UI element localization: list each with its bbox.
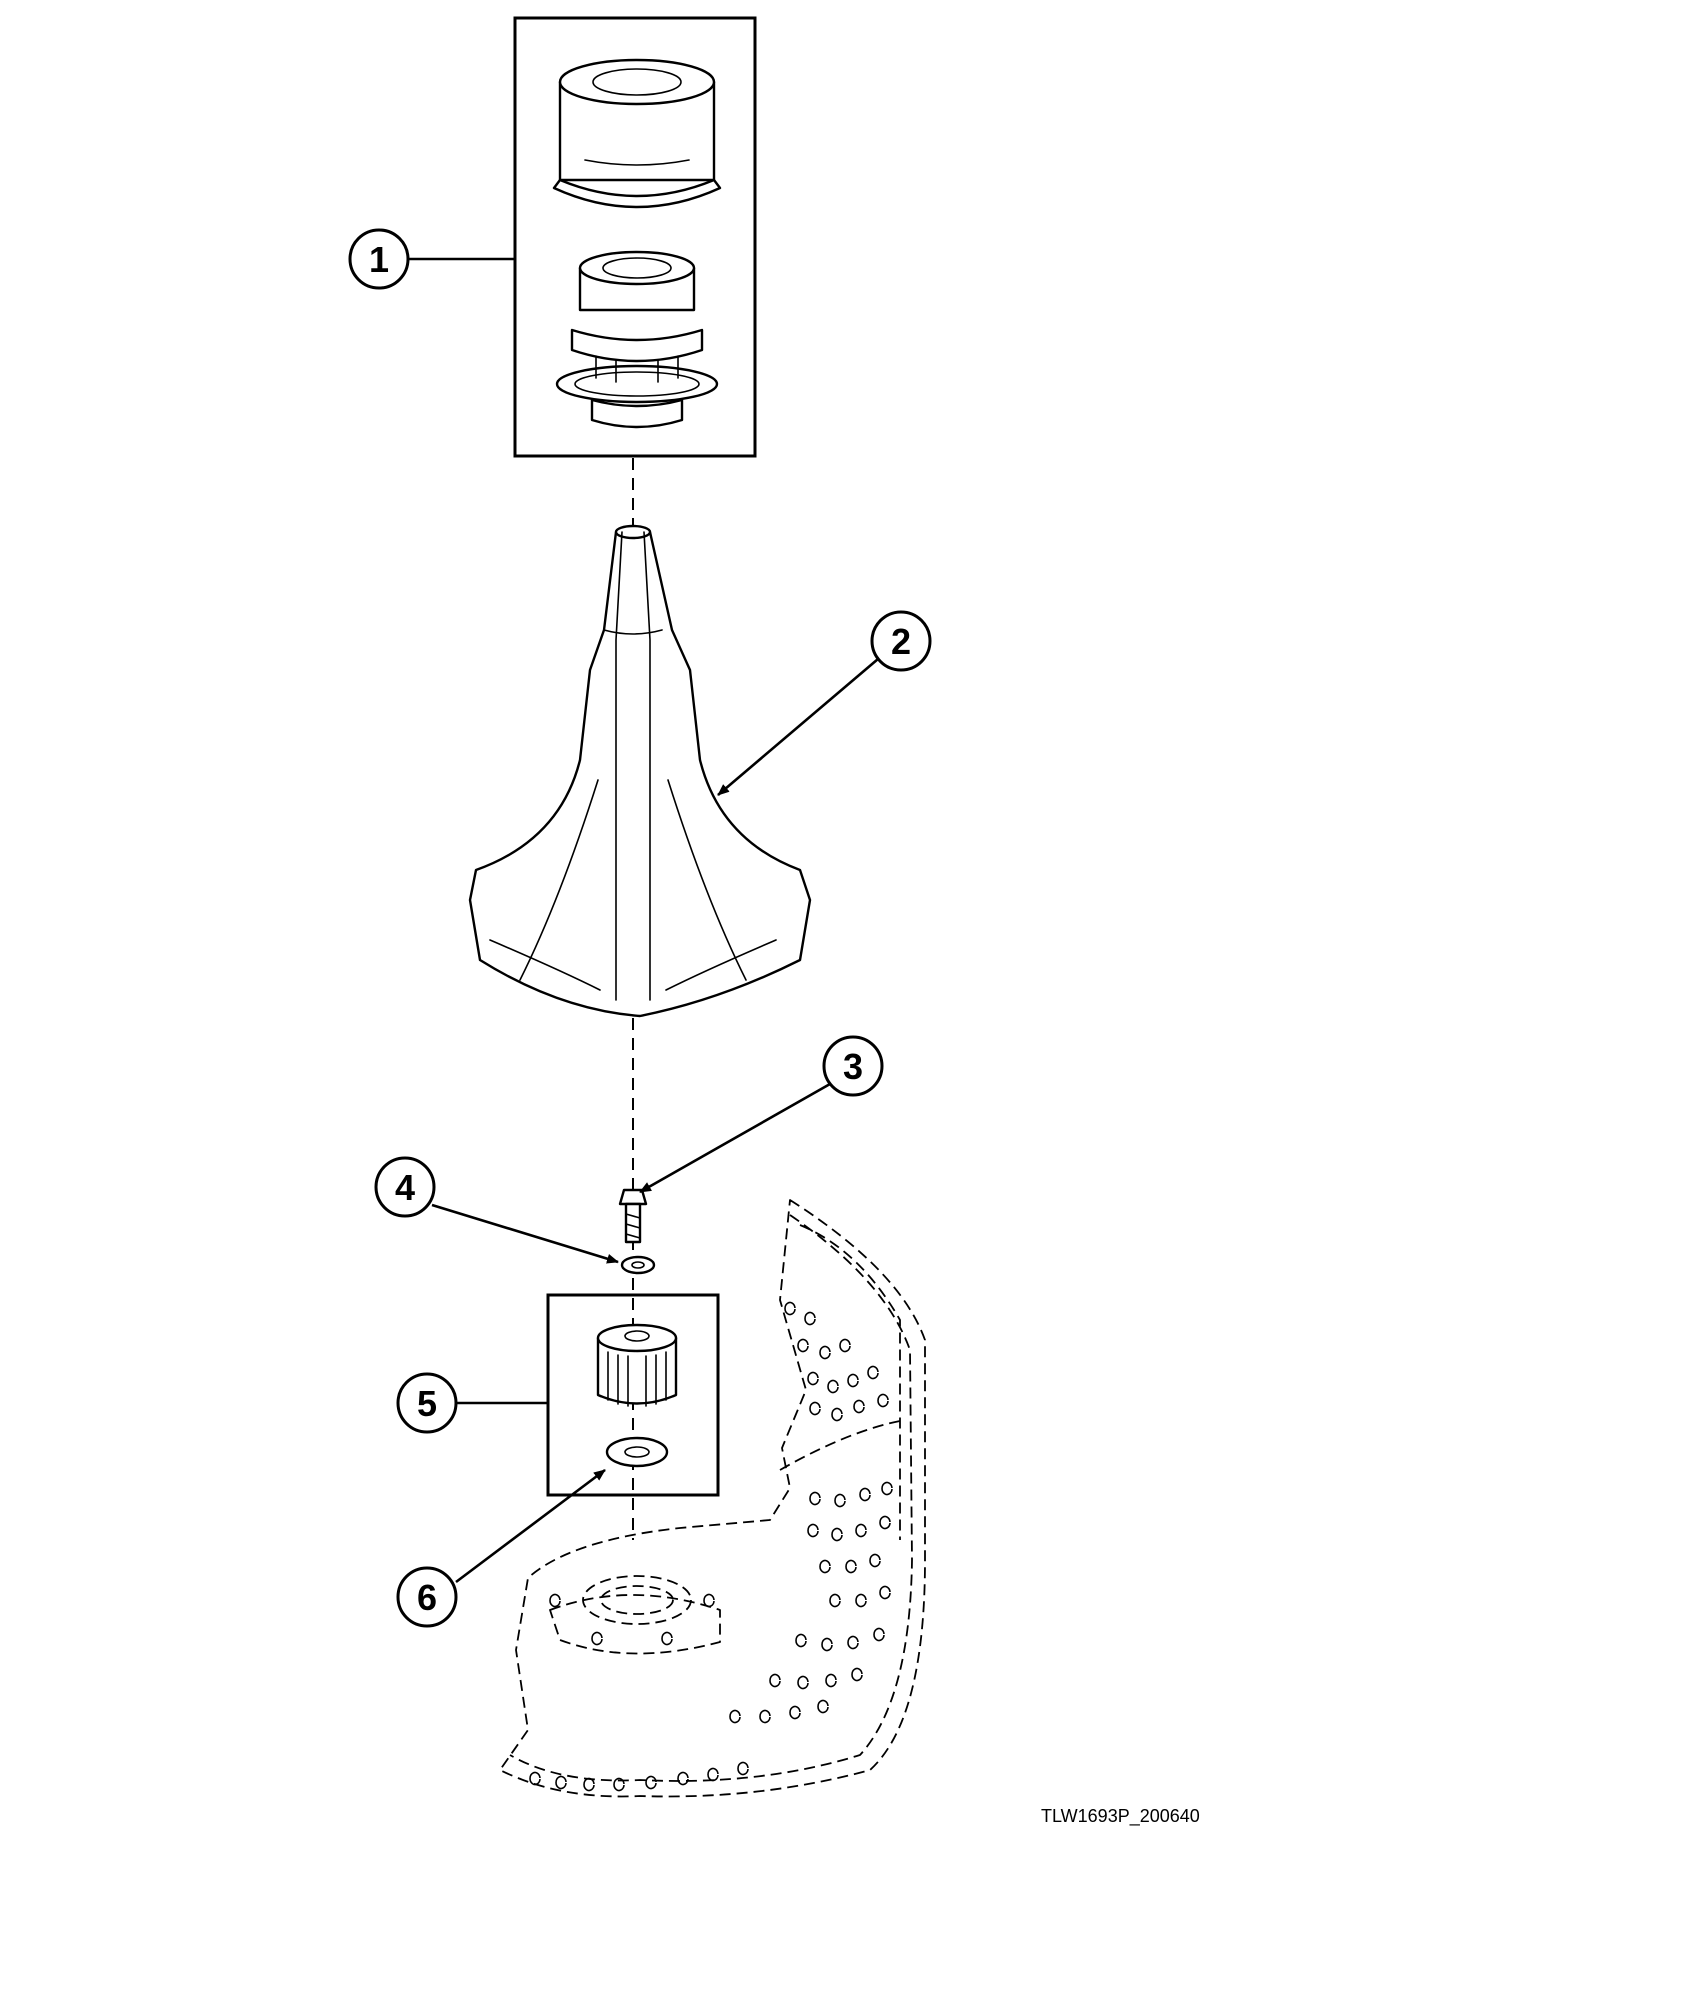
part-1-agitator-cap-assembly	[513, 16, 757, 458]
callout-6: 6	[396, 1566, 458, 1628]
leader-4	[431, 1203, 619, 1264]
part-4-washer	[620, 1255, 656, 1275]
leader-2	[717, 658, 879, 796]
callout-1-label: 1	[369, 239, 389, 280]
callout-5: 5	[396, 1372, 458, 1434]
leader-6	[455, 1468, 606, 1584]
callout-3: 3	[822, 1035, 884, 1097]
callout-2-label: 2	[891, 621, 911, 662]
figure-id-label: TLW1693P_200640	[1041, 1806, 1200, 1827]
part-6-spacer-ring	[605, 1436, 669, 1468]
part-5-group-box	[546, 1293, 720, 1497]
part-3-bolt	[618, 1188, 648, 1244]
callout-4: 4	[374, 1156, 436, 1218]
callout-2: 2	[870, 610, 932, 672]
part-5-drive-block-assembly	[546, 1293, 720, 1497]
wash-basket-phantom	[499, 1199, 926, 1798]
leader-3	[639, 1082, 831, 1194]
callout-3-label: 3	[843, 1046, 863, 1087]
callout-5-label: 5	[417, 1383, 437, 1424]
part-2-agitator	[468, 524, 812, 1018]
part-1-group-box	[513, 16, 757, 458]
callout-4-label: 4	[395, 1167, 415, 1208]
callout-6-label: 6	[417, 1577, 437, 1618]
callout-1: 1	[348, 228, 410, 290]
